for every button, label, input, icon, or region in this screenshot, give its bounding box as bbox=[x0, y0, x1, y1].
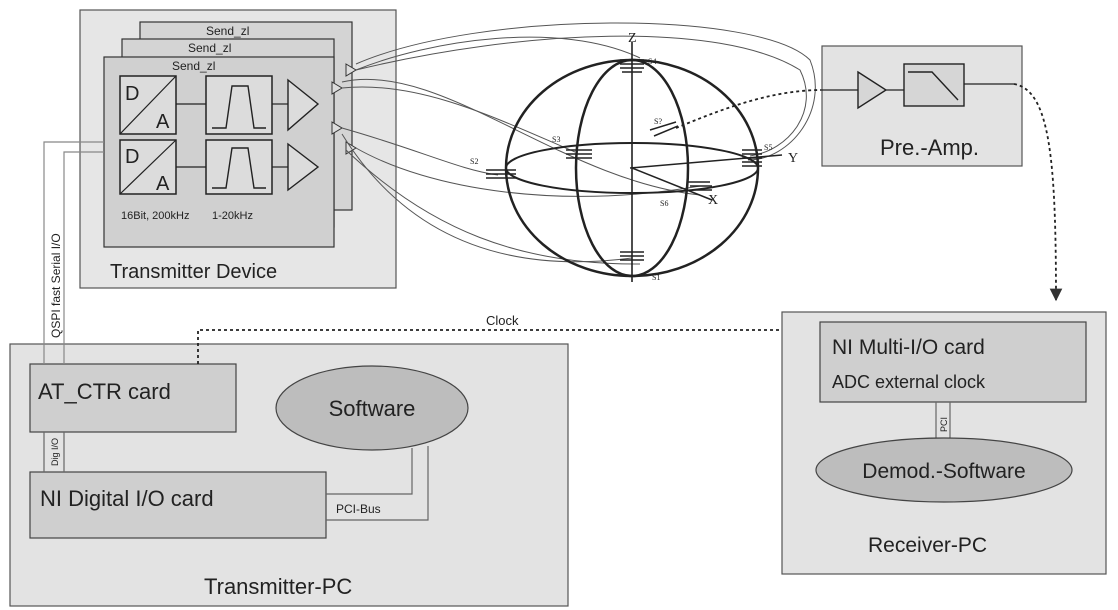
da-spec-label: 16Bit, 200kHz bbox=[121, 210, 189, 222]
coil-label-s5: S5 bbox=[764, 143, 772, 152]
svg-text:D: D bbox=[125, 83, 139, 105]
preamp-title: Pre.-Amp. bbox=[880, 135, 979, 160]
svg-text:A: A bbox=[156, 111, 170, 133]
software-ellipse bbox=[275, 365, 469, 451]
preamp-box: Pre.-Amp. bbox=[821, 45, 1023, 167]
receiver-pc: NI Multi-I/O card ADC external clock PCI… bbox=[781, 311, 1107, 575]
coil-label-receiver: S? bbox=[654, 117, 662, 126]
filter-spec-label: 1-20kHz bbox=[212, 210, 253, 222]
preamp-filter bbox=[903, 63, 965, 107]
coil-label-s4: S4 bbox=[648, 57, 656, 66]
qspi-label: QSPI fast Serial I/O bbox=[49, 233, 63, 338]
dig-io-label: Dig I/O bbox=[50, 438, 60, 466]
transmitter-pc-title: Transmitter-PC bbox=[204, 574, 352, 599]
qspi-link bbox=[43, 141, 104, 364]
demod-software-label: Demod.-Software bbox=[862, 460, 1025, 483]
preamp-to-receiver-line bbox=[1013, 83, 1063, 302]
coil-label-s3: S3 bbox=[552, 135, 560, 144]
bandpass-filter-1 bbox=[205, 75, 273, 135]
send-label-2: Send_zl bbox=[188, 41, 231, 55]
demod-software-ellipse bbox=[815, 437, 1073, 503]
software-label: Software bbox=[329, 396, 416, 421]
amplifier-1 bbox=[287, 78, 320, 132]
svg-text:A: A bbox=[156, 173, 170, 195]
ni-multi-io-card bbox=[819, 321, 1087, 403]
sensor-to-preamp-line bbox=[675, 89, 823, 129]
send-label-3: Send_zl bbox=[206, 24, 249, 38]
axis-z-label: Z bbox=[628, 31, 637, 46]
coil-label-s1: S1 bbox=[652, 273, 660, 282]
receiver-pc-title: Receiver-PC bbox=[868, 534, 987, 557]
pci-label: PCI bbox=[939, 417, 949, 432]
coil-label-s6: S6 bbox=[660, 199, 668, 208]
clock-label: Clock bbox=[486, 313, 519, 328]
transmitter-device: Send_zl Send_zl Send_zl D A D A 16Bit, 2… bbox=[79, 9, 397, 289]
bandpass-filter-2 bbox=[205, 139, 273, 195]
pci-bus-label: PCI-Bus bbox=[336, 502, 381, 516]
coil-wires bbox=[341, 22, 816, 265]
send-label-1: Send_zl bbox=[172, 59, 215, 73]
transmitter-pc: AT_CTR card NI Digital I/O card Software… bbox=[9, 343, 569, 607]
axis-x-label: X bbox=[708, 193, 718, 208]
adc-clock-label: ADC external clock bbox=[832, 372, 986, 392]
ni-digital-card-label: NI Digital I/O card bbox=[40, 486, 214, 511]
axis-y-label: Y bbox=[788, 151, 798, 166]
at-ctr-card bbox=[29, 363, 237, 433]
coil-sphere: Z Y X S4 S5 S2 S3 S6 S1 S? bbox=[470, 31, 798, 282]
ni-multi-io-card-label: NI Multi-I/O card bbox=[832, 336, 985, 359]
transmitter-device-title: Transmitter Device bbox=[110, 261, 277, 283]
coil-label-s2: S2 bbox=[470, 157, 478, 166]
svg-text:D: D bbox=[125, 146, 139, 168]
ni-digital-card bbox=[29, 471, 327, 539]
at-ctr-card-label: AT_CTR card bbox=[38, 379, 171, 404]
preamp-amplifier bbox=[857, 70, 888, 110]
